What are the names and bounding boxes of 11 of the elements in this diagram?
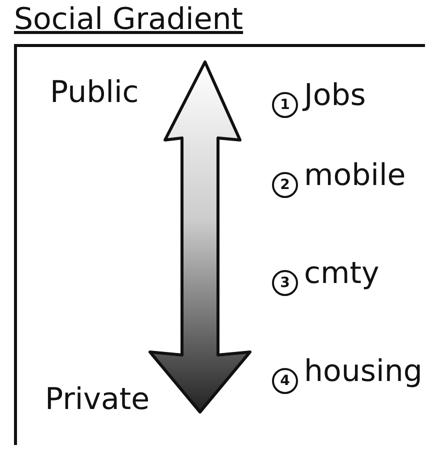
callout-number: 2 (272, 172, 298, 198)
item-label: cmty (304, 256, 380, 291)
item-label: Jobs (304, 78, 366, 113)
item-label: mobile (304, 158, 406, 193)
diagram-title: Social Gradient (14, 2, 244, 37)
item-label: housing (304, 354, 422, 389)
callout-number: 1 (272, 92, 298, 118)
callout-number: 4 (272, 368, 298, 394)
pole-label: Public (50, 75, 139, 110)
callout-number: 3 (272, 270, 298, 296)
pole-label: Private (45, 382, 150, 417)
